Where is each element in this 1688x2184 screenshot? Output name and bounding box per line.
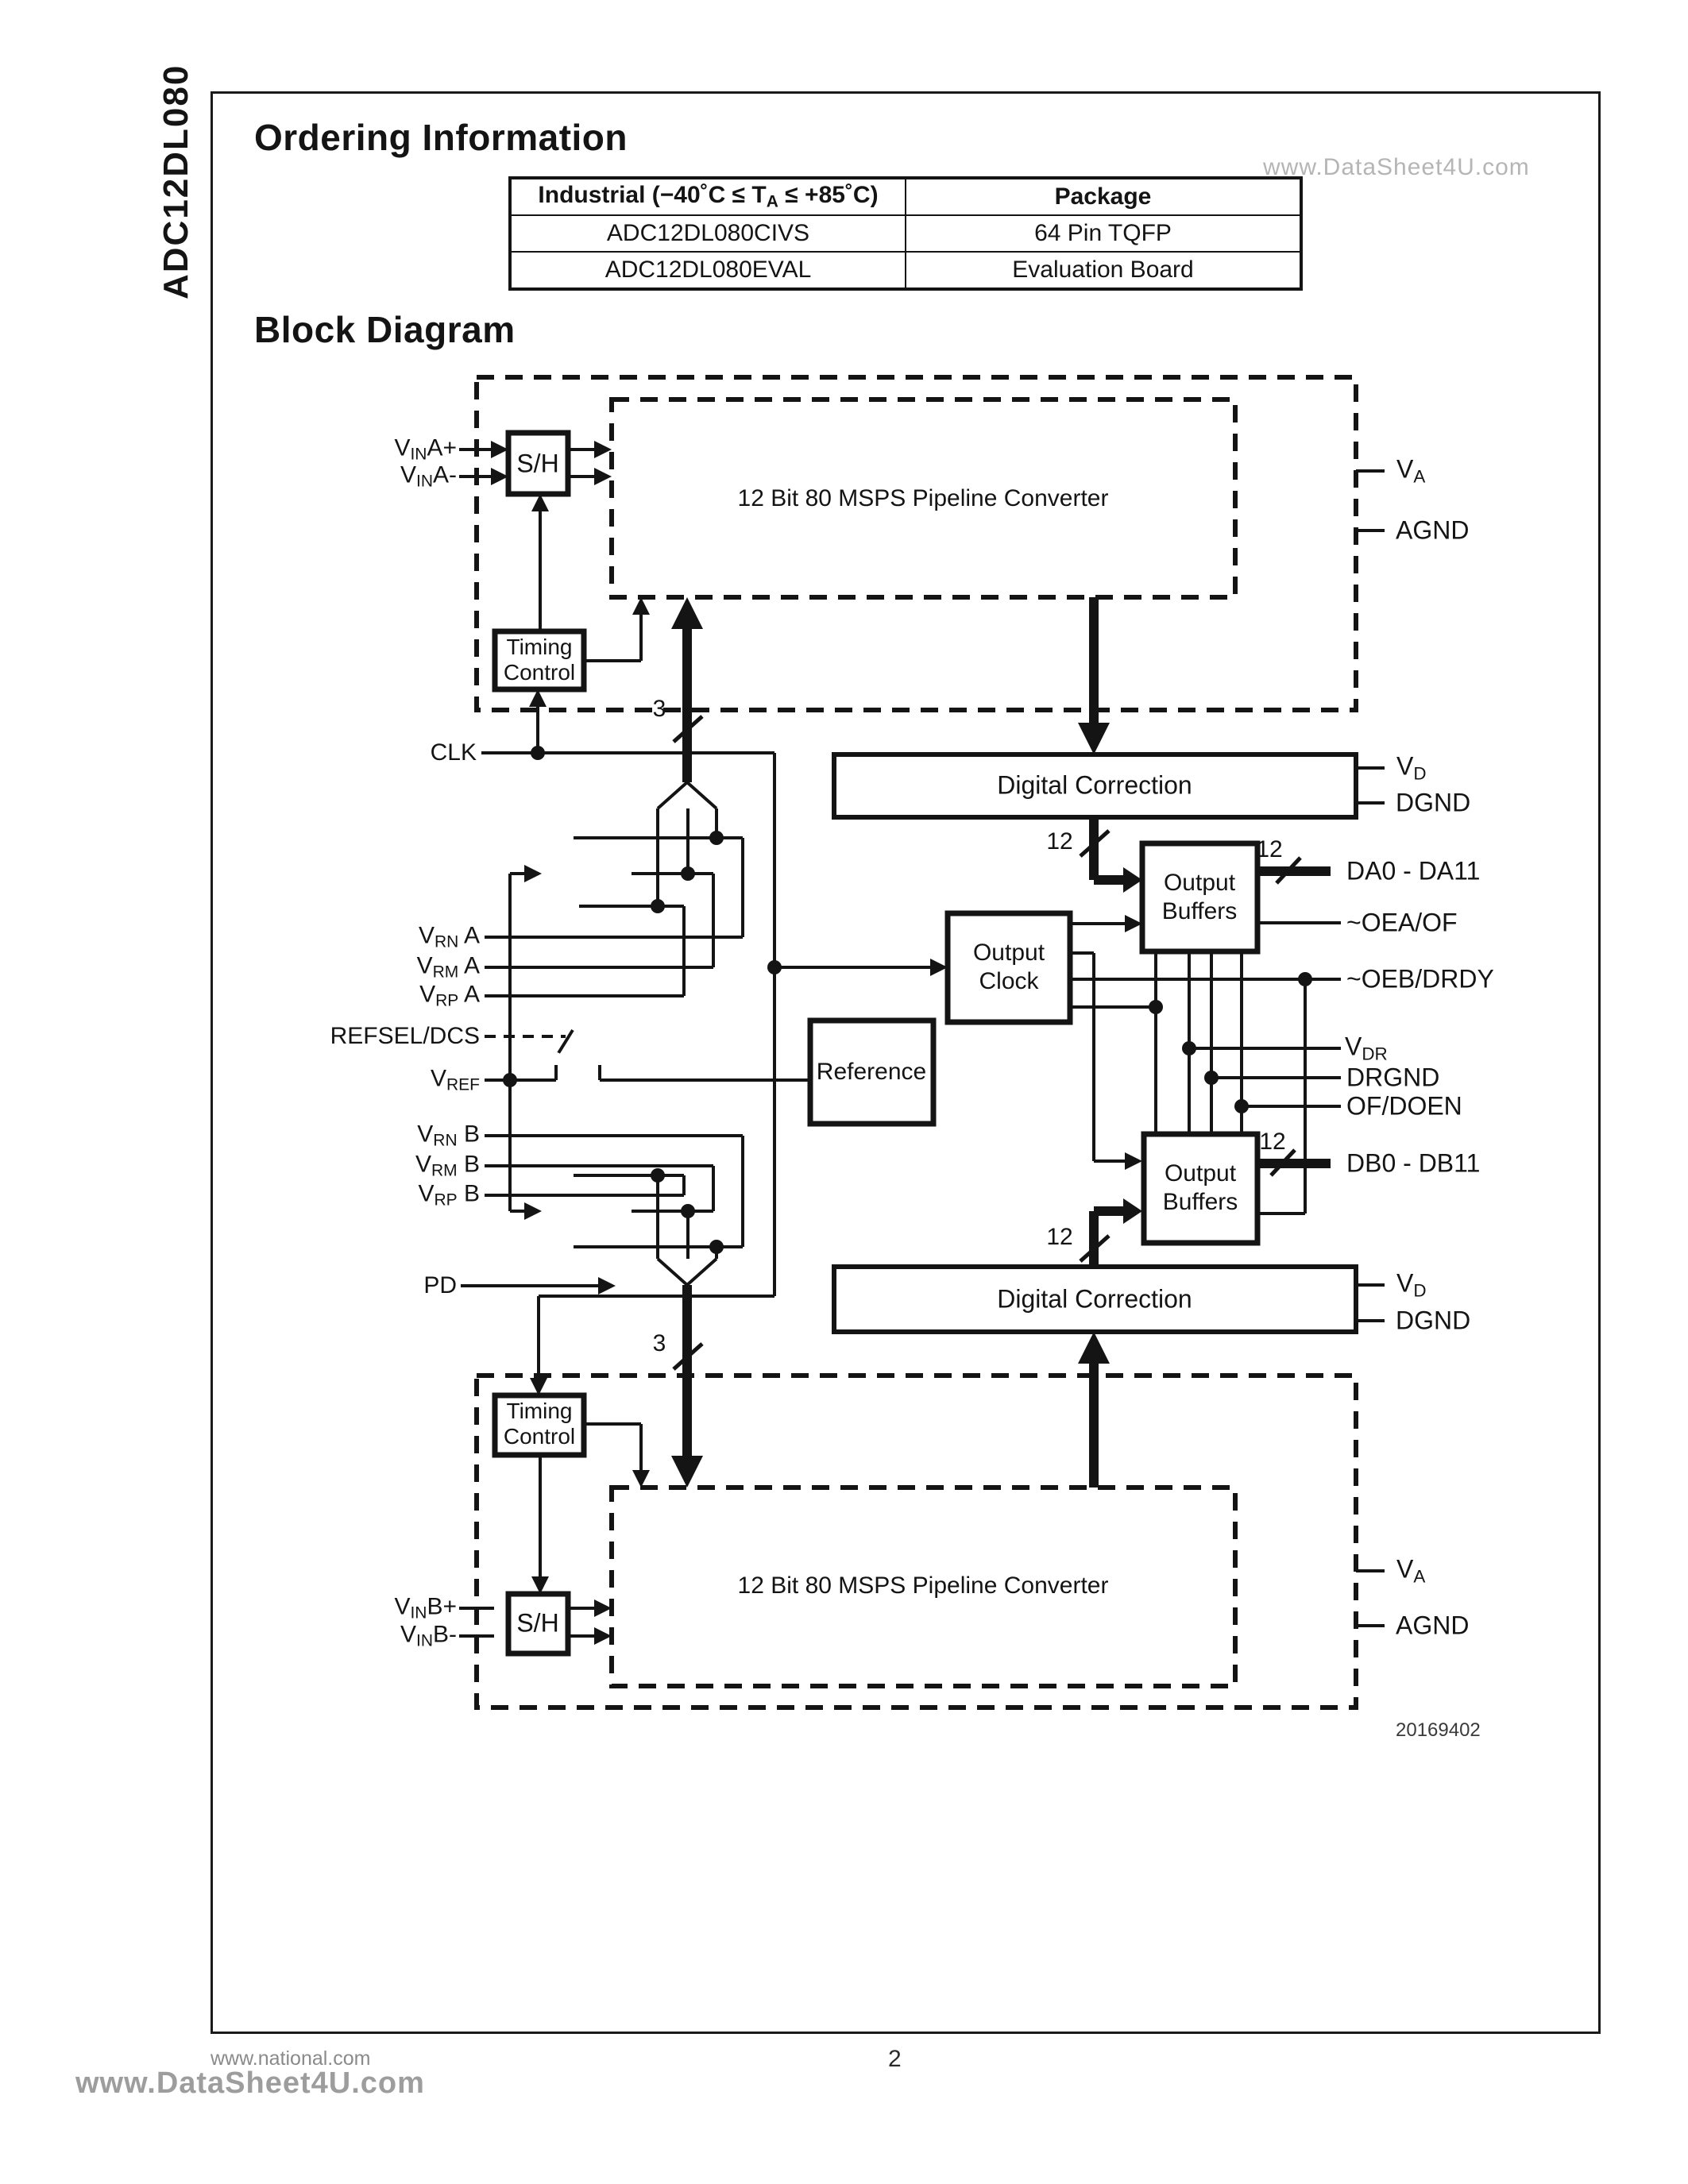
channel-a-wires [459,448,1385,1381]
output-buffers-a-box [1139,840,1261,955]
watermark-top: www.DataSheet4U.com [1263,154,1530,180]
timing-b-label-1: Timing [506,1399,573,1423]
pipeline-a-label: 12 Bit 80 MSPS Pipeline Converter [737,485,1109,511]
switch-contact [550,1052,562,1065]
pin-vin-b-minus: VINB- [400,1621,457,1650]
sh-b-box [505,1591,571,1657]
bus-width-12-da: 12 [1256,836,1283,862]
reference-cluster-wires [461,781,810,1287]
sh-b-label: S/H [516,1608,559,1638]
temp-range-header: Industrial (−40˚C ≤ TA ≤ +85˚C) [509,177,906,216]
page-border [211,91,1601,2034]
package-cell: Evaluation Board [905,251,1302,290]
side-part-number: ADC12DL080 [156,64,195,299]
arrowheads [491,441,1142,1645]
pin-va-b: VA [1396,1554,1426,1587]
channel-b-dashed-boxes [474,1373,1358,1710]
digital-correction-b-label: Digital Correction [997,1284,1192,1314]
timing-a-label-1: Timing [506,635,573,659]
sh-a-box [505,430,571,497]
footer-site: www.national.com [211,2047,371,2070]
pin-oea-of: ~OEA/OF [1346,908,1458,937]
output-buffers-b-box [1141,1131,1261,1246]
part-number-cell: ADC12DL080CIVS [509,214,906,253]
pin-vd-b: VD [1396,1268,1427,1301]
pin-agnd-b: AGND [1396,1611,1470,1640]
table-row: ADC12DL080EVAL Evaluation Board [509,251,1302,290]
buffer-amp-b [542,1156,632,1267]
reference-box [807,1017,937,1127]
bus-width-12-dca: 12 [1046,828,1073,855]
pin-dgnd-b: DGND [1396,1306,1471,1335]
pipeline-b-box [609,1485,1238,1688]
pin-vd-a: VD [1396,751,1427,784]
figure-number: 20169402 [1396,1719,1481,1741]
pin-vin-b-plus: VINB+ [394,1593,457,1623]
output-section-wires [1070,921,1385,1627]
timing-b-label-2: Control [503,1424,576,1449]
table-row: ADC12DL080CIVS 64 Pin TQFP [509,214,1302,253]
output-buffers-b-label-1: Output [1164,1160,1237,1187]
output-clock-label-2: Clock [979,968,1039,994]
pin-va-a: VA [1396,454,1426,487]
pipeline-a-box [609,397,1238,600]
output-buffers-b-label-2: Buffers [1162,1189,1238,1215]
output-buffers-a-label-2: Buffers [1161,898,1238,924]
pin-vin-a-plus: VINA+ [394,434,457,464]
pin-vrm-a: VRM A [416,952,480,982]
package-cell: 64 Pin TQFP [905,214,1302,253]
bus-width-3-a: 3 [652,696,666,722]
switch-contact [570,1018,583,1031]
pin-vrn-b: VRN B [417,1121,480,1150]
pin-vrn-a: VRN A [418,922,480,951]
pin-agnd-a: AGND [1396,515,1470,545]
block-diagram-title: Block Diagram [254,309,516,350]
pin-vdr: VDR [1345,1032,1388,1064]
pin-pd: PD [423,1272,457,1298]
channel-b-outer-box [474,1373,1358,1710]
pin-of-doen: OF/DOEN [1346,1091,1462,1121]
output-clock-box [944,910,1073,1025]
pin-vrp-a: VRP A [419,981,480,1010]
page-number: 2 [888,2046,902,2072]
pipeline-b-label: 12 Bit 80 MSPS Pipeline Converter [737,1572,1109,1599]
reference-label: Reference [816,1059,927,1085]
channel-a-dashed-boxes [474,375,1358,712]
digital-correction-a-label: Digital Correction [997,770,1192,800]
pin-clk: CLK [430,739,477,766]
output-buffers-a-label-1: Output [1163,870,1236,896]
sh-a-label: S/H [516,449,559,478]
pin-oeb-drdy: ~OEB/DRDY [1346,964,1494,994]
pin-da0-da11: DA0 - DA11 [1346,856,1481,886]
timing-a-label-2: Control [503,660,576,685]
ordering-information-title: Ordering Information [254,117,628,158]
channel-a-outer-box [474,375,1358,712]
junction-dots [503,746,1312,1254]
pin-db0-db11: DB0 - DB11 [1346,1148,1481,1178]
channel-b-wires [459,1422,643,1638]
ordering-table: Industrial (−40˚C ≤ TA ≤ +85˚C) Package … [508,176,1303,291]
pin-vrm-b: VRM B [415,1151,480,1180]
bus-width-3-b: 3 [652,1330,666,1356]
switch-contact [593,1052,606,1065]
pin-dgnd-a: DGND [1396,788,1471,817]
pin-refsel-dcs: REFSEL/DCS [330,1023,480,1049]
pin-vin-a-minus: VINA- [400,461,457,491]
bus-lines [682,597,1331,1488]
watermark-bottom: www.DataSheet4U.com [75,2066,425,2100]
table-header-row: Industrial (−40˚C ≤ TA ≤ +85˚C) Package [509,177,1302,216]
pin-vrp-b: VRP B [418,1180,480,1210]
pin-drgnd: DRGND [1346,1063,1440,1092]
package-header: Package [905,177,1302,216]
part-number-cell: ADC12DL080EVAL [509,251,906,290]
bus-width-slashes [672,715,1302,1371]
pin-vref: VREF [430,1065,480,1094]
solid-blocks [492,430,1358,1657]
bus-width-12-db: 12 [1259,1129,1286,1155]
bus-width-12-dcb: 12 [1046,1224,1073,1250]
output-clock-label-1: Output [972,940,1045,966]
buffer-amp-a [542,818,632,929]
